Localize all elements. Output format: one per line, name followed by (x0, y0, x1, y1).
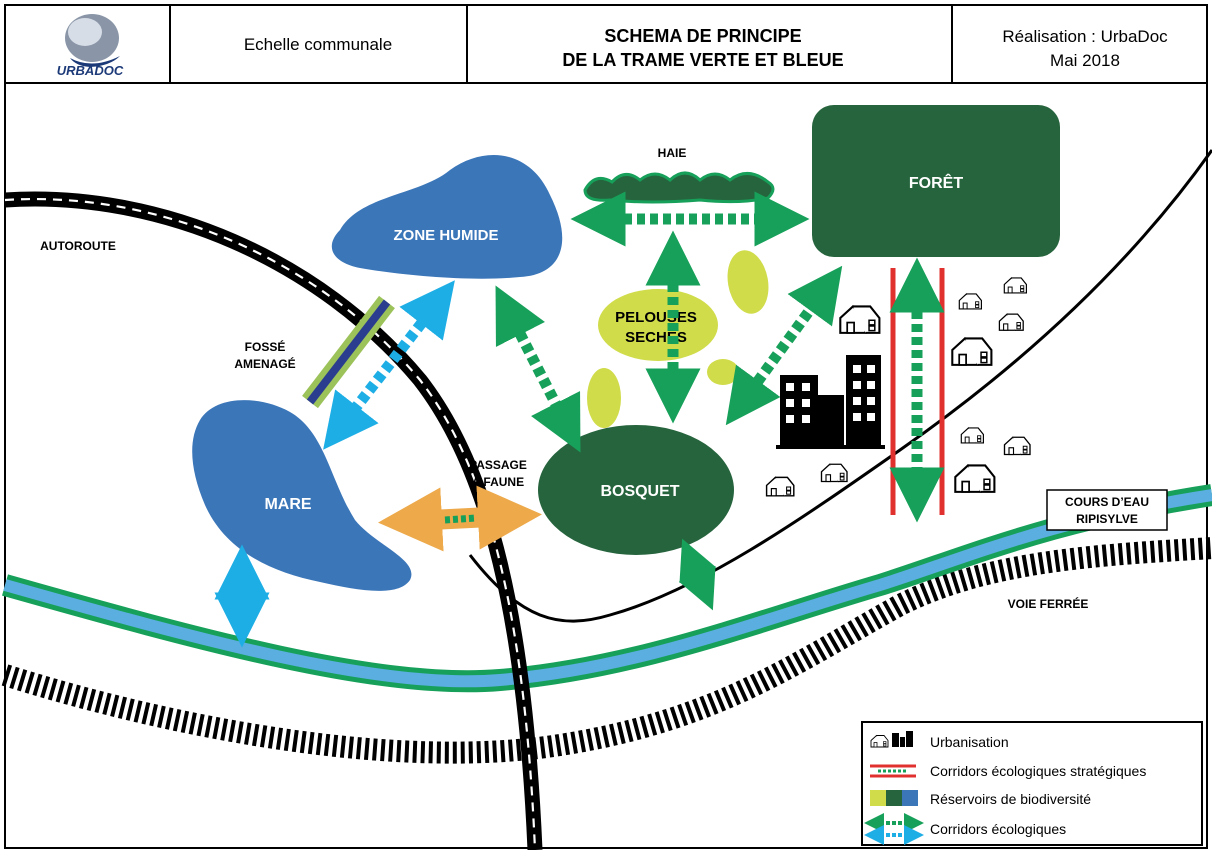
bosquet-reservoir (538, 425, 734, 555)
logo-text: URBADOC (57, 63, 124, 78)
legend-label-strategic: Corridors écologiques stratégiques (930, 763, 1146, 779)
label-fosse-line2: AMENAGÉ (234, 356, 295, 371)
header: URBADOC Echelle communale SCHEMA DE PRIN… (4, 4, 1208, 84)
river (2, 484, 1212, 693)
railway-icon (1, 537, 1212, 764)
map-border (4, 82, 1208, 849)
cours-eau-label: COURS D’EAU RIPISYLVE (1046, 489, 1168, 531)
label-voie-ferree: VOIE FERRÉE (1008, 596, 1089, 611)
label-haie: HAIE (658, 146, 687, 160)
haie-hedge (583, 171, 775, 204)
building-icon (776, 355, 885, 449)
zone-humide-reservoir (331, 155, 563, 279)
foret-reservoir (812, 105, 1060, 257)
secondary-road (468, 149, 1212, 623)
label-mare: MARE (264, 496, 311, 513)
corridor-zone-mare (323, 280, 455, 450)
legend-urbanisation-icon (870, 731, 913, 748)
legend-reservoir-swatch (870, 790, 918, 806)
passage-faune-arrow (378, 485, 542, 552)
corridor-bosquet-river (678, 538, 717, 611)
scale-text: Echelle communale (244, 35, 392, 54)
urbadoc-logo: URBADOC (57, 14, 124, 78)
label-passage-line1: PASSAGE (469, 458, 527, 472)
label-bosquet: BOSQUET (600, 483, 679, 500)
ecological-corridors (214, 191, 945, 648)
legend-label-corridors: Corridors écologiques (930, 821, 1066, 837)
corridor-zone-bosquet (495, 285, 581, 453)
label-passage-line2: A FAUNE (472, 475, 524, 489)
credit-line1: Réalisation : UrbaDoc (1002, 27, 1168, 46)
label-cours-line1: COURS D’EAU (1065, 495, 1149, 509)
legend-label-urbanisation: Urbanisation (930, 734, 1009, 750)
legend-label-reservoirs: Réservoirs de biodiversité (930, 791, 1091, 807)
label-autoroute: AUTOROUTE (40, 239, 116, 253)
page-title-line1: SCHEMA DE PRINCIPE (604, 26, 801, 46)
page-title-line2: DE LA TRAME VERTE ET BLEUE (562, 50, 843, 70)
label-fosse-line1: FOSSÉ (245, 339, 286, 354)
label-zone-humide: ZONE HUMIDE (394, 227, 499, 244)
label-cours-line2: RIPISYLVE (1076, 512, 1138, 526)
label-pelouses-line1: PELOUSES (615, 309, 697, 326)
mare-reservoir (192, 400, 412, 591)
corridor-bosquet-foret (725, 265, 843, 426)
legend: Urbanisation Corridors écologiques strat… (861, 721, 1203, 846)
credit-line2: Mai 2018 (1050, 51, 1120, 70)
label-foret: FORÊT (909, 173, 963, 192)
